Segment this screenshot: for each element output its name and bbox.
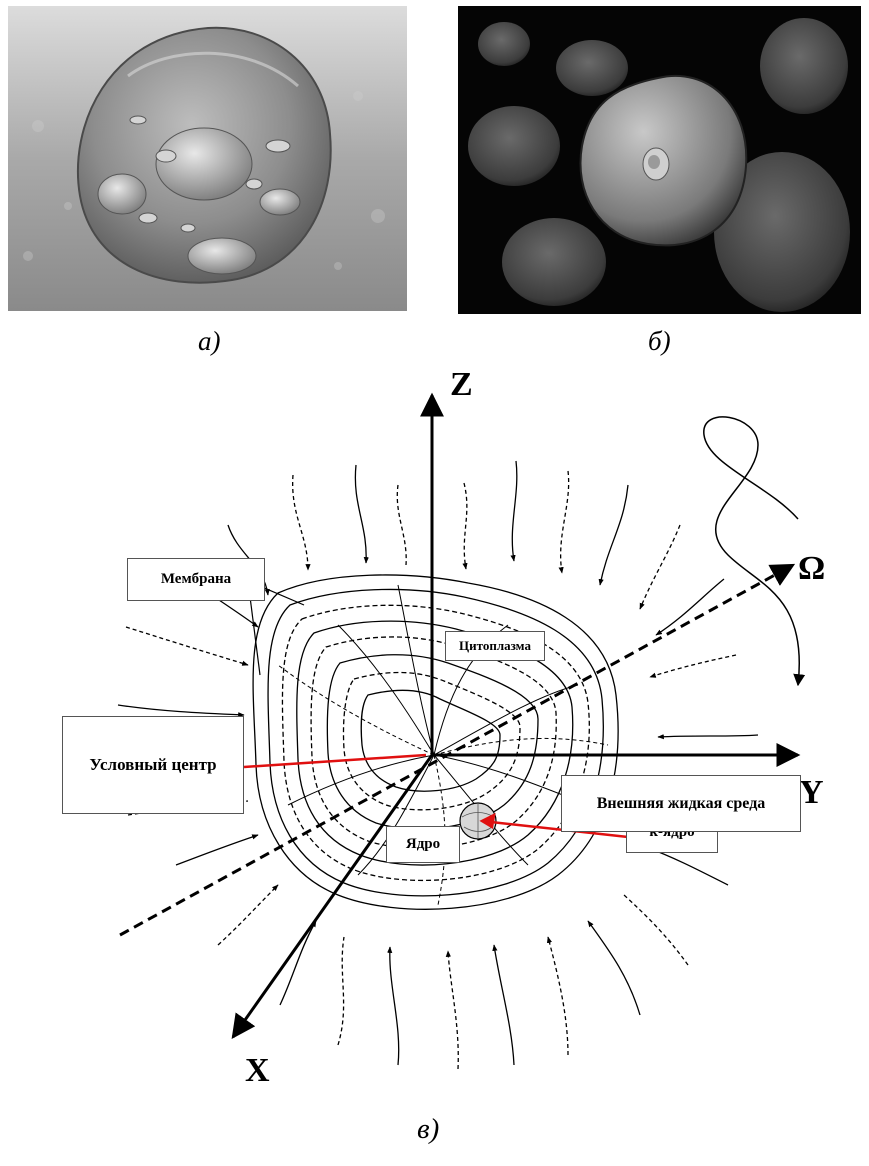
caption-c: в) — [417, 1113, 439, 1146]
y-axis-label: Y — [799, 774, 824, 811]
center-pointer — [244, 755, 426, 767]
z-axis-label: Z — [450, 366, 473, 403]
omega-trajectory — [704, 417, 799, 685]
x-axis-label: X — [245, 1052, 270, 1089]
nucleus-label: Ядро — [386, 826, 460, 863]
caption-a: а) — [198, 326, 221, 357]
cell-render-image-a — [8, 6, 407, 311]
external-medium-label: Внешняя жидкая среда — [561, 775, 801, 832]
membrane-label: Мембрана — [127, 558, 265, 601]
x-axis — [233, 755, 432, 1037]
cell-render-image-b — [458, 6, 861, 314]
conditional-center-label: Условный центр — [62, 716, 244, 814]
cytoplasm-label: Цитоплазма — [445, 631, 545, 661]
caption-b: б) — [648, 326, 671, 357]
omega-axis-label: Ω — [798, 550, 825, 587]
